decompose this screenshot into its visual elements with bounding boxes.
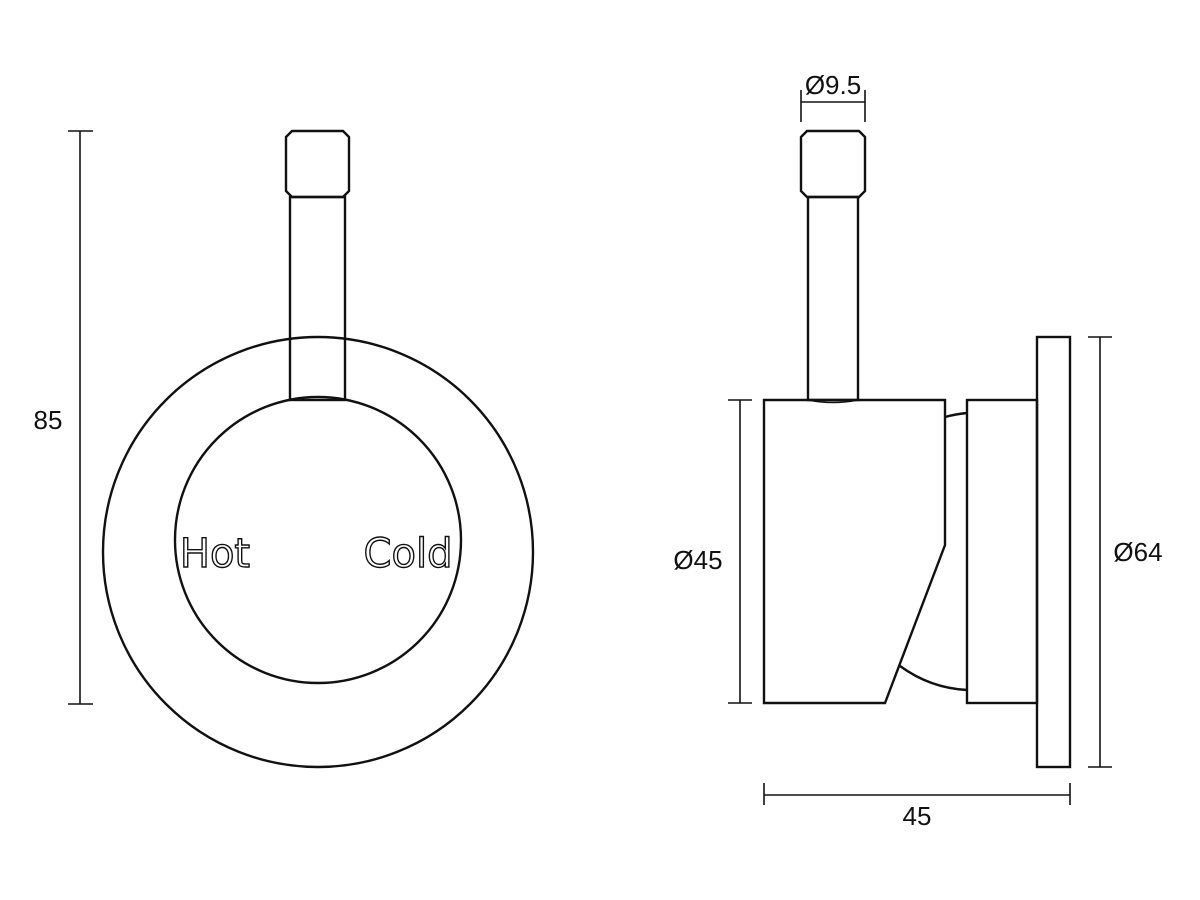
side-body bbox=[762, 398, 947, 705]
handle-diameter-label: Ø9.5 bbox=[805, 70, 861, 100]
front-view: Hot Cold bbox=[101, 129, 535, 769]
inner-body-circle bbox=[173, 395, 463, 685]
height-dimension-label: 85 bbox=[34, 405, 63, 435]
side-view bbox=[762, 129, 1072, 769]
depth-label: 45 bbox=[903, 801, 932, 831]
depth-dimension: 45 bbox=[763, 783, 1071, 831]
knurled-handle-tip bbox=[284, 129, 351, 199]
side-collar bbox=[965, 398, 1039, 705]
side-handle-stem bbox=[806, 195, 860, 402]
outer-rosette-circle bbox=[101, 335, 535, 769]
flange-diameter-label: Ø64 bbox=[1113, 537, 1162, 567]
body-joint-bottom-arc bbox=[899, 665, 968, 692]
body-diameter-dimension: Ø45 bbox=[673, 399, 752, 704]
body-diameter-label: Ø45 bbox=[673, 545, 722, 575]
cold-label: Cold bbox=[364, 531, 453, 577]
handle-diameter-dimension: Ø9.5 bbox=[800, 70, 866, 122]
hot-label: Hot bbox=[180, 531, 250, 577]
side-knurled-handle-tip bbox=[799, 129, 867, 199]
body-joint-top-arc bbox=[944, 411, 968, 419]
height-dimension: 85 bbox=[34, 130, 93, 705]
handle-stem bbox=[288, 195, 347, 402]
flange-diameter-dimension: Ø64 bbox=[1088, 336, 1163, 768]
side-flange bbox=[1035, 335, 1072, 769]
